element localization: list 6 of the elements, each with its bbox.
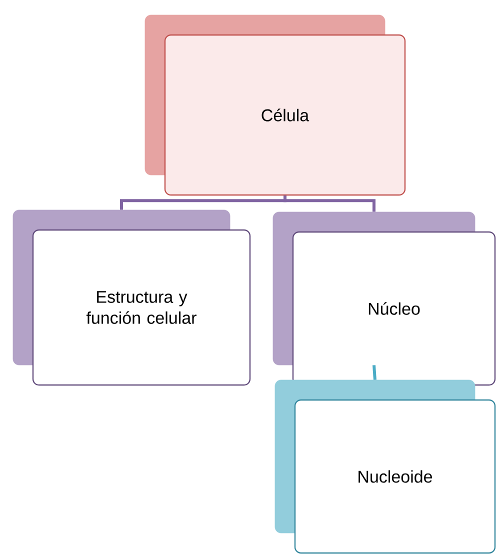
connector-line [284,196,376,212]
connector-line [372,365,376,380]
process-box: Célula [144,14,406,196]
process-box: Estructura y función celular [12,210,251,386]
process-box: Núcleo [272,212,496,386]
process-box: Nucleoide [274,380,496,554]
